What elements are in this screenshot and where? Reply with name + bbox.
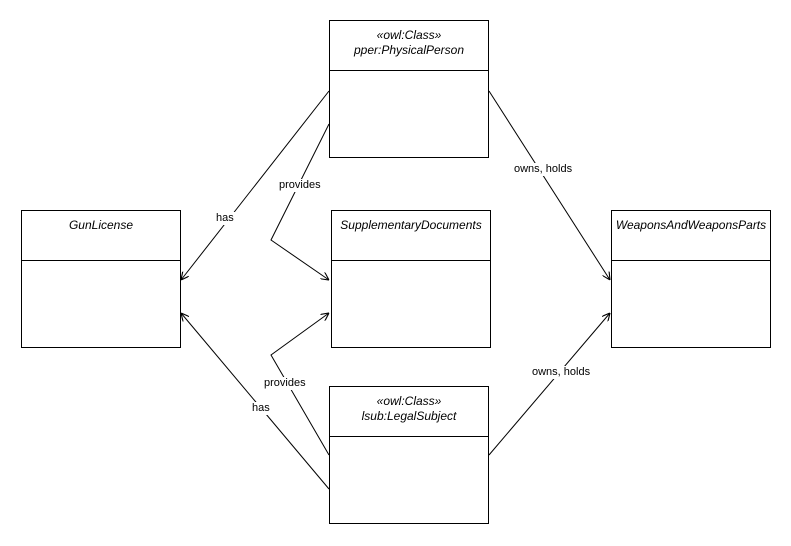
- edge-physicalperson-has-gunlicense: [181, 90, 330, 280]
- class-physical-person[interactable]: «owl:Class» pper:PhysicalPerson: [329, 20, 489, 158]
- class-weapons-and-weapons-parts[interactable]: WeaponsAndWeaponsParts: [611, 210, 771, 348]
- class-stereotype: «owl:Class»: [376, 394, 442, 408]
- class-supplementary-documents[interactable]: SupplementaryDocuments: [331, 210, 491, 348]
- class-gun-license[interactable]: GunLicense: [21, 210, 181, 348]
- class-name: GunLicense: [68, 218, 134, 232]
- class-header: WeaponsAndWeaponsParts: [612, 211, 770, 261]
- edge-label-pp-has: has: [215, 212, 235, 225]
- edge-label-ls-has: has: [251, 402, 271, 415]
- class-stereotype: «owl:Class»: [376, 28, 442, 42]
- edge-legalsubject-owns-weapons: [488, 313, 610, 456]
- class-header: SupplementaryDocuments: [332, 211, 490, 261]
- class-header: «owl:Class» lsub:LegalSubject: [330, 387, 488, 437]
- class-header: GunLicense: [22, 211, 180, 261]
- class-header: «owl:Class» pper:PhysicalPerson: [330, 21, 488, 71]
- edge-legalsubject-provides-supplementarydocuments: [270, 313, 329, 456]
- edge-label-ls-provides: provides: [263, 377, 307, 390]
- edge-legalsubject-has-gunlicense: [181, 313, 330, 490]
- edge-physicalperson-provides-supplementarydocuments: [270, 123, 329, 280]
- edge-physicalperson-owns-weapons: [488, 90, 610, 280]
- edge-label-ls-owns: owns, holds: [531, 366, 592, 379]
- class-name: WeaponsAndWeaponsParts: [615, 218, 767, 232]
- edge-label-pp-provides: provides: [278, 179, 322, 192]
- class-name: pper:PhysicalPerson: [353, 43, 465, 57]
- class-legal-subject[interactable]: «owl:Class» lsub:LegalSubject: [329, 386, 489, 524]
- class-name: SupplementaryDocuments: [340, 218, 482, 232]
- edge-label-pp-owns: owns, holds: [513, 163, 574, 176]
- class-name: lsub:LegalSubject: [361, 409, 457, 423]
